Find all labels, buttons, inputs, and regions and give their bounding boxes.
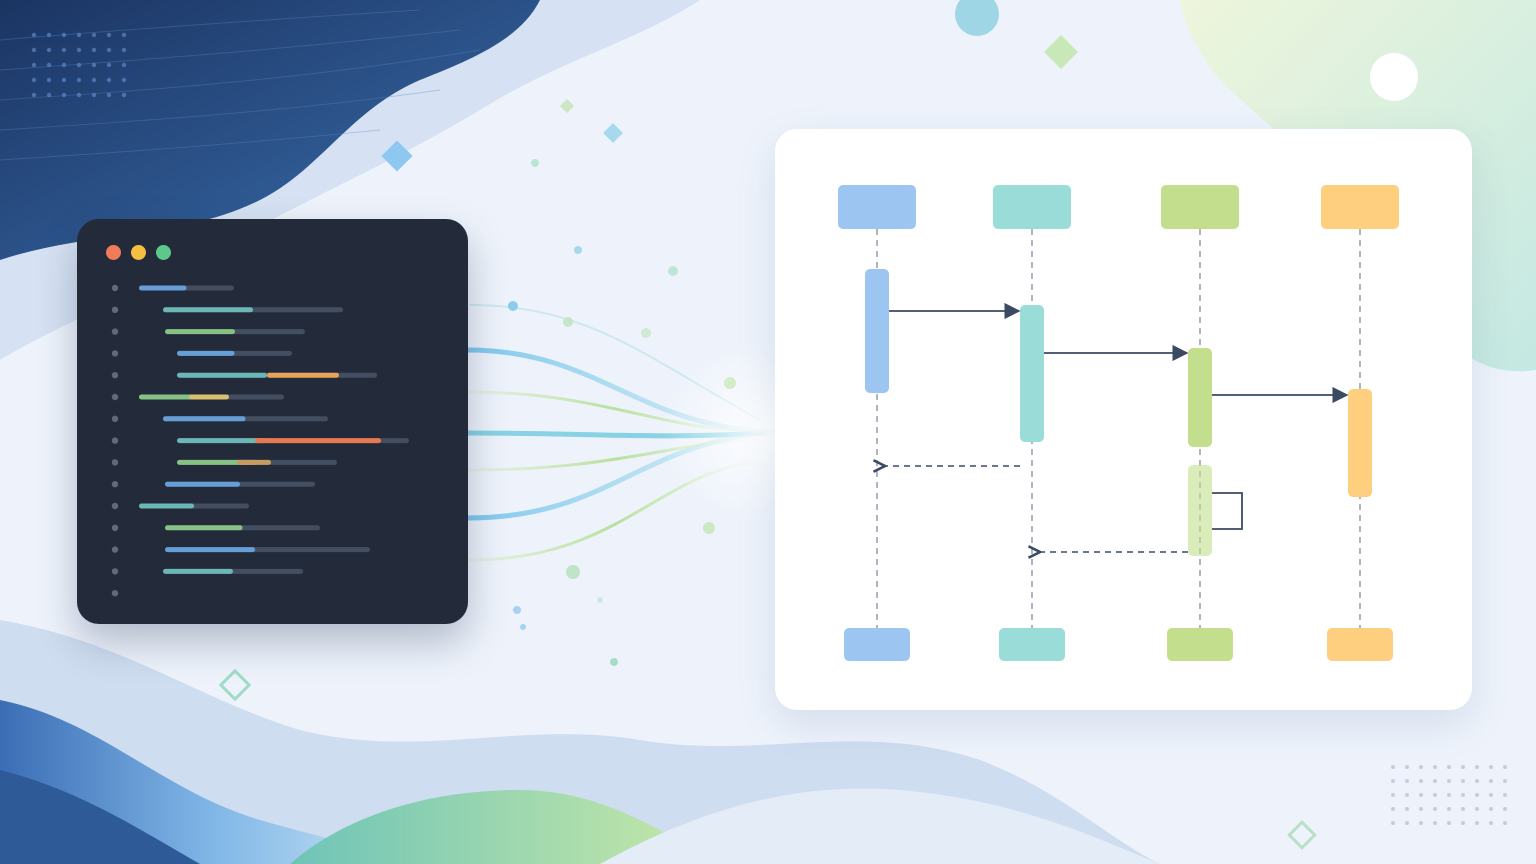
minimize-dot-icon[interactable] <box>131 245 146 260</box>
code-token-accent <box>237 459 271 465</box>
decor-diamond-outline <box>218 668 252 702</box>
navy-blob <box>0 0 540 260</box>
code-token <box>165 525 243 531</box>
decor-circle-white <box>1370 53 1418 101</box>
participant-head-p2 <box>993 185 1071 229</box>
participant-head-p4 <box>1321 185 1399 229</box>
line-marker <box>111 284 119 292</box>
code-token <box>139 285 187 291</box>
line-marker <box>111 524 119 531</box>
participant-foot-p1 <box>844 628 910 661</box>
line-marker <box>111 328 119 335</box>
participant-foot-p3 <box>1167 628 1233 661</box>
code-token-accent <box>189 394 229 400</box>
participant-head-p3 <box>1161 185 1239 229</box>
flow-particles <box>508 159 736 666</box>
dot-grid-top-left <box>31 32 127 98</box>
window-controls <box>106 245 171 260</box>
maximize-dot-icon[interactable] <box>156 245 171 260</box>
close-dot-icon[interactable] <box>106 245 121 260</box>
line-marker <box>111 459 119 466</box>
line-marker <box>111 502 119 510</box>
line-marker <box>111 372 119 379</box>
decor-diamond-green <box>1044 35 1078 69</box>
line-marker <box>111 590 119 597</box>
line-marker <box>111 568 119 575</box>
decor-diamond-small-green <box>559 98 575 114</box>
code-token <box>165 329 235 335</box>
participant-foot-p4 <box>1327 628 1393 661</box>
decor-circle-teal <box>955 0 999 36</box>
dot-grid-bottom-right <box>1391 765 1507 825</box>
activation-bar <box>1188 348 1212 447</box>
decor-diamond-outline-br <box>1287 820 1317 850</box>
activation-bar <box>1188 465 1212 556</box>
code-token <box>139 503 194 509</box>
self-message-arrow <box>1212 492 1243 530</box>
line-marker <box>111 350 119 357</box>
activation-bar <box>865 269 889 393</box>
participant-foot-p2 <box>999 628 1065 661</box>
line-marker <box>111 415 119 422</box>
code-token-accent <box>267 372 339 378</box>
activation-bar <box>1020 305 1044 442</box>
code-token <box>165 547 255 553</box>
line-marker <box>111 306 119 313</box>
bottom-wave-navy <box>0 770 200 864</box>
code-editor-window <box>77 219 468 624</box>
line-marker <box>111 437 119 444</box>
code-token-accent <box>255 438 381 444</box>
code-token <box>177 438 267 444</box>
code-token <box>163 568 233 574</box>
code-token <box>177 459 257 465</box>
code-token <box>177 350 235 356</box>
decor-diamond-blue <box>381 140 413 172</box>
code-token <box>163 416 246 422</box>
line-marker <box>111 546 119 553</box>
code-token <box>163 307 253 313</box>
sequence-diagram <box>838 185 1399 661</box>
code-lines <box>111 284 409 597</box>
code-token <box>165 481 240 487</box>
sequence-diagram-card <box>775 129 1472 710</box>
code-token <box>177 372 267 378</box>
activation-bar <box>1348 389 1372 497</box>
participant-head-p1 <box>838 185 916 229</box>
line-marker <box>111 481 119 488</box>
line-marker <box>111 393 119 401</box>
bottom-wave-light <box>600 788 1160 864</box>
bottom-wave-green <box>290 790 720 864</box>
